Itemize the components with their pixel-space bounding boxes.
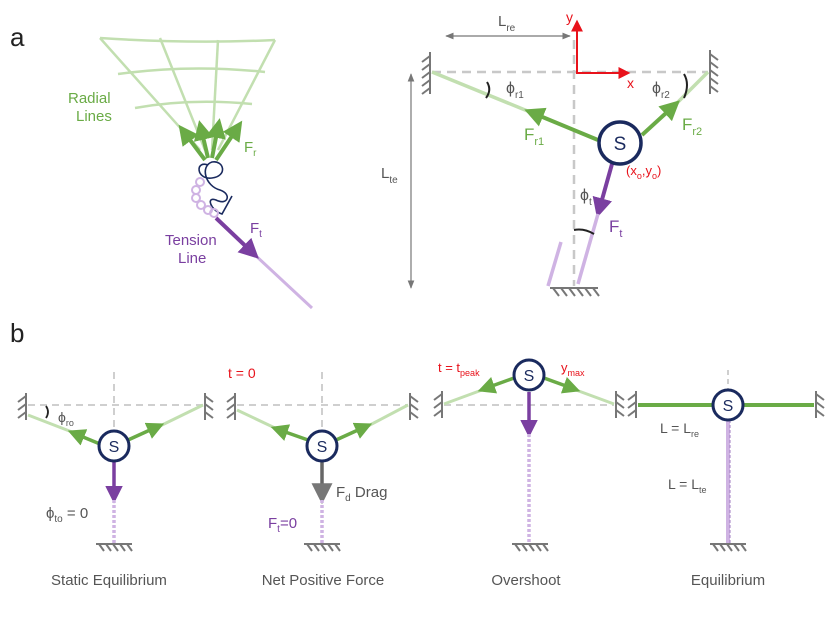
right-anchor <box>709 50 719 94</box>
time-zero-label: t = 0 <box>228 365 256 381</box>
spider-label-a: S <box>614 134 627 155</box>
caption-net-positive-force: Net Positive Force <box>262 572 385 589</box>
web-fr-label: Fr <box>244 139 257 159</box>
caption-overshoot: Overshoot <box>491 572 561 589</box>
t-peak-label: t = tpeak <box>438 360 480 378</box>
panel-a-letter: a <box>10 22 25 52</box>
l-te-label: L = Lte <box>668 476 707 495</box>
spider-label-b1: S <box>109 439 120 456</box>
y-max-label: ymax <box>561 360 585 378</box>
fr2-label: Fr2 <box>682 115 702 138</box>
left-anchor <box>421 52 431 95</box>
stage-static-equilibrium: S ϕro ϕto = 0 Static Equilibrium <box>17 372 214 589</box>
x-axis-label: x <box>627 75 634 91</box>
bottom-anchor <box>550 287 600 297</box>
spider-scribble <box>198 161 233 215</box>
l-re-label: L = Lre <box>660 420 699 439</box>
phi-to-label: ϕto = 0 <box>46 505 88 525</box>
web-sketch: Radial Lines Fr Tension Line Ft <box>68 36 314 310</box>
spider-label-b2: S <box>317 439 328 456</box>
spider-label-b3: S <box>524 368 535 385</box>
fr1-label: Fr1 <box>524 125 544 148</box>
panel-b-letter: b <box>10 318 24 348</box>
silk-coil <box>191 177 219 218</box>
fr2-arrow <box>640 100 680 137</box>
stage-net-positive-force: S t = 0 Fd Drag Ft=0 Net Positive Force <box>226 365 419 589</box>
caption-static-equilibrium: Static Equilibrium <box>51 572 167 589</box>
phi-r1-label: ϕr1 <box>506 80 524 101</box>
geometry-diagram: S Lre Lte y x ϕr1 ϕr2 Fr1 Fr2 (xo,yo) ϕt… <box>381 9 719 297</box>
tension-line-light <box>253 253 314 310</box>
fd-drag-label: Fd Drag <box>336 484 387 504</box>
phi-t-label: ϕt <box>580 187 592 208</box>
stage-equilibrium: S L = Lre L = Lte Equilibrium <box>627 370 825 589</box>
position-label: (xo,yo) <box>626 163 661 181</box>
ft-arrow <box>592 163 614 218</box>
phi-ro-label: ϕro <box>58 409 74 428</box>
radial-lines-label-2: Lines <box>76 108 112 125</box>
radial-lines-label-1: Radial <box>68 90 111 107</box>
y-axis-label: y <box>566 9 573 25</box>
caption-equilibrium: Equilibrium <box>691 572 765 589</box>
web-ft-label: Ft <box>250 220 262 240</box>
lte-label: Lte <box>381 165 398 186</box>
phi-r2-label: ϕr2 <box>652 80 670 101</box>
spider-node-a <box>597 120 643 166</box>
ft-zero-label: Ft=0 <box>268 515 297 535</box>
stage-overshoot: S t = tpeak ymax Overshoot <box>433 358 625 589</box>
fr1-arrow <box>524 107 599 142</box>
tension-line-label-2: Line <box>178 250 206 267</box>
lre-label: Lre <box>498 13 516 34</box>
spider-label-b4: S <box>723 398 734 415</box>
tension-force-arrow <box>214 216 259 259</box>
ft-label: Ft <box>609 217 622 240</box>
tension-line-label-1: Tension <box>165 232 217 249</box>
